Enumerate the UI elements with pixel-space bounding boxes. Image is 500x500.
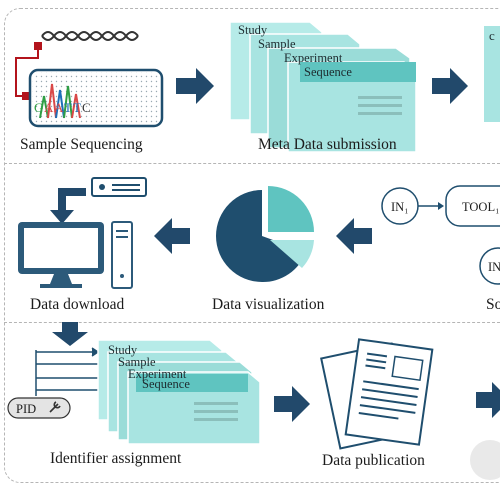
doc-title-experiment: Experiment (128, 367, 187, 381)
data-download-label: Data download (30, 296, 125, 313)
sequence-letter: A (44, 100, 54, 115)
doc-title-experiment: Experiment (284, 51, 343, 65)
sequence-letter: C (82, 100, 91, 115)
doc-title-sample: Sample (118, 355, 156, 369)
download-arrow-icon (50, 188, 86, 224)
publication-icon (320, 338, 434, 450)
workflow-tool-label: TOOL₁ (462, 200, 499, 214)
watermark-logo (470, 440, 500, 480)
red-connector-icon (15, 42, 42, 100)
sample-sequencing-illustration: G A A T T C Study Sample Experiment Sequ… (15, 21, 500, 153)
data-publication-label: Data publication (322, 452, 425, 469)
down-arrow-icon (52, 322, 88, 346)
doc-title-sequence: Sequence (142, 377, 190, 391)
pid-label: PID (16, 402, 36, 416)
row-divider-2 (4, 322, 500, 323)
flow-arrow-icon (154, 218, 190, 254)
flow-arrow-icon (432, 68, 468, 104)
sample-sequencing-label: Sample Sequencing (20, 136, 143, 153)
doc-title-sample: Sample (258, 37, 296, 51)
flow-arrow-icon (176, 68, 214, 104)
flow-arrow-icon (336, 218, 372, 254)
sequence-letter: T (73, 100, 81, 115)
workflow-diagram (381, 185, 500, 285)
doc-title-study: Study (108, 343, 138, 357)
wrench-icon (49, 401, 61, 413)
server-icon (91, 177, 147, 197)
metadata-document-stack (229, 21, 417, 153)
doc-title-study: Study (238, 23, 268, 37)
identifier-assignment-label: Identifier assignment (50, 450, 182, 467)
sequence-letter: T (64, 100, 72, 115)
diagram-frame (4, 8, 500, 483)
identifier-document-stack (97, 339, 261, 445)
sequence-letter: G (34, 100, 43, 115)
sequence-letter: A (54, 100, 64, 115)
dna-helix-icon (41, 31, 139, 41)
workflow-input-label: IN₁ (391, 200, 409, 214)
row-divider-1 (4, 163, 500, 164)
row2-illustrations: IN₁ TOOL₁ IN (18, 177, 500, 289)
data-visualization-label: Data visualization (212, 296, 325, 313)
meta-data-submission-label: Meta Data submission (258, 136, 397, 153)
cropped-text: c (489, 28, 495, 43)
flow-arrow-icon (476, 382, 500, 418)
computer-icon (18, 221, 133, 289)
sequencing-box (28, 68, 164, 128)
pie-chart-icon (216, 186, 314, 283)
cropped-document-icon (484, 26, 500, 122)
pid-badge (7, 397, 71, 419)
flow-arrow-icon (274, 386, 310, 422)
cropped-label: So (486, 296, 500, 313)
workflow-input2-label: IN (488, 260, 500, 274)
doc-title-sequence: Sequence (304, 65, 352, 79)
